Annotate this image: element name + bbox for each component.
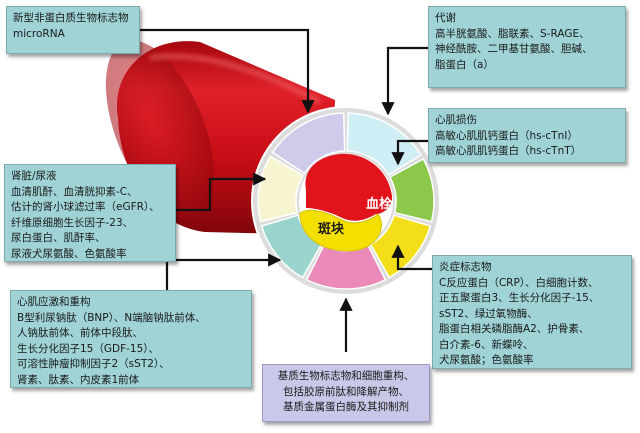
stress-line-5: 肾素、肽素、内皮素1前体 [17, 373, 140, 386]
myocardial-injury-title: 心肌损伤 [435, 114, 477, 126]
arrow-inflammation [391, 244, 432, 271]
metabolism-title: 代谢 [435, 12, 456, 24]
novel-biomarkers-box: 新型非蛋白质生物标志物 microRNA [6, 6, 140, 54]
myocardial-injury-line-2: 高敏心肌肌钙蛋白（hs-cTnT） [435, 145, 582, 157]
novel-line-2: microRNA [13, 27, 65, 40]
segment-myocardial-injury [388, 157, 435, 223]
lumen [299, 153, 393, 252]
segment-kidney [257, 155, 304, 223]
metabolism-line-2: 神经酰胺、二甲基甘氨酸、胆碱、 [435, 43, 593, 55]
kidney-line-2: 估计的肾小球滤过率（eGFR）、 [11, 201, 160, 213]
inflammation-line-1: C反应蛋白（CRP）、白细胞计数、 [439, 276, 599, 289]
inflammation-title: 炎症标志物 [439, 261, 492, 273]
inflammation-markers-box: 炎症标志物 C反应蛋白（CRP）、白细胞计数、 正五聚蛋白3、生长分化因子-15… [432, 255, 632, 369]
arrow-novel [140, 28, 315, 114]
stress-title: 心肌应激和重构 [17, 296, 91, 308]
segment-novel [271, 112, 346, 175]
kidney-line-5: 尿液犬尿氨酸、色氨酸率 [11, 247, 127, 260]
metabolism-line-1: 高半胱氨酸、脂联素、S-RAGE、 [435, 27, 590, 40]
stress-line-2: 人钠肽前体、前体中段肽、 [17, 327, 143, 339]
stress-line-3: 生长分化因子15（GDF-15）、 [17, 342, 160, 355]
kidney-title: 肾脏/尿液 [11, 170, 57, 182]
matrix-line-1: 基质生物标志物和细胞重构、 [277, 370, 415, 382]
inflammation-line-6: 犬尿氨酸；色氨酸率 [439, 354, 534, 366]
plaque [299, 209, 382, 252]
arrow-metabolism [381, 46, 428, 116]
kidney-line-4: 尿白蛋白、肌酐率、 [11, 232, 106, 244]
novel-line-1: 新型非蛋白质生物标志物 [13, 12, 129, 24]
metabolism-line-3: 脂蛋白（a） [435, 58, 494, 71]
thrombus-label: 血栓 [366, 196, 392, 212]
arrow-stress [165, 253, 282, 290]
myocardial-injury-line-1: 高敏心肌肌钙蛋白（hs-cTnI） [435, 129, 578, 142]
inflammation-line-3: sST2、绿过氧物酶、 [439, 307, 538, 320]
arrow-myocardial-injury [391, 139, 428, 166]
inflammation-line-5: 白介素-6、新蝶呤、 [439, 338, 534, 351]
myocardial-injury-box: 心肌损伤 高敏心肌肌钙蛋白（hs-cTnI） 高敏心肌肌钙蛋白（hs-cTnT） [428, 108, 626, 163]
connector-arrows [138, 28, 432, 352]
kidney-line-3: 纤维原细胞生长因子-23、 [11, 216, 134, 229]
center-labels: 血栓 斑块 [318, 196, 392, 237]
myocardial-stress-box: 心肌应激和重构 B型利尿钠肽（BNP）、N端脑钠肽前体、 人钠肽前体、前体中段肽… [10, 290, 252, 388]
thrombus [305, 153, 393, 221]
kidney-line-1: 血清肌酐、血清胱抑素-C、 [11, 185, 138, 198]
stress-line-1: B型利尿钠肽（BNP）、N端脑钠肽前体、 [17, 311, 206, 324]
inflammation-line-4: 脂蛋白相关磷脂酶A2、护骨素、 [439, 323, 590, 335]
metabolism-box: 代谢 高半胱氨酸、脂联素、S-RAGE、 神经酰胺、二甲基甘氨酸、胆碱、 脂蛋白… [428, 6, 626, 88]
matrix-line-3: 基质金属蛋白酶及其抑制剂 [283, 401, 409, 413]
plaque-label: 斑块 [318, 221, 345, 237]
stress-line-4: 可溶性肿瘤抑制因子2（sST2）、 [17, 358, 170, 370]
matrix-line-2: 包括胶原前肽和降解产物、 [283, 385, 409, 398]
inflammation-line-2: 正五聚蛋白3、生长分化因子-15、 [439, 292, 600, 304]
matrix-biomarkers-box: 基质生物标志物和细胞重构、 包括胶原前肽和降解产物、 基质金属蛋白酶及其抑制剂 [262, 364, 430, 422]
ring-segment-group [257, 112, 435, 290]
kidney-urine-box: 肾脏/尿液 血清肌酐、血清胱抑素-C、 估计的肾小球滤过率（eGFR）、 纤维原… [4, 164, 176, 262]
